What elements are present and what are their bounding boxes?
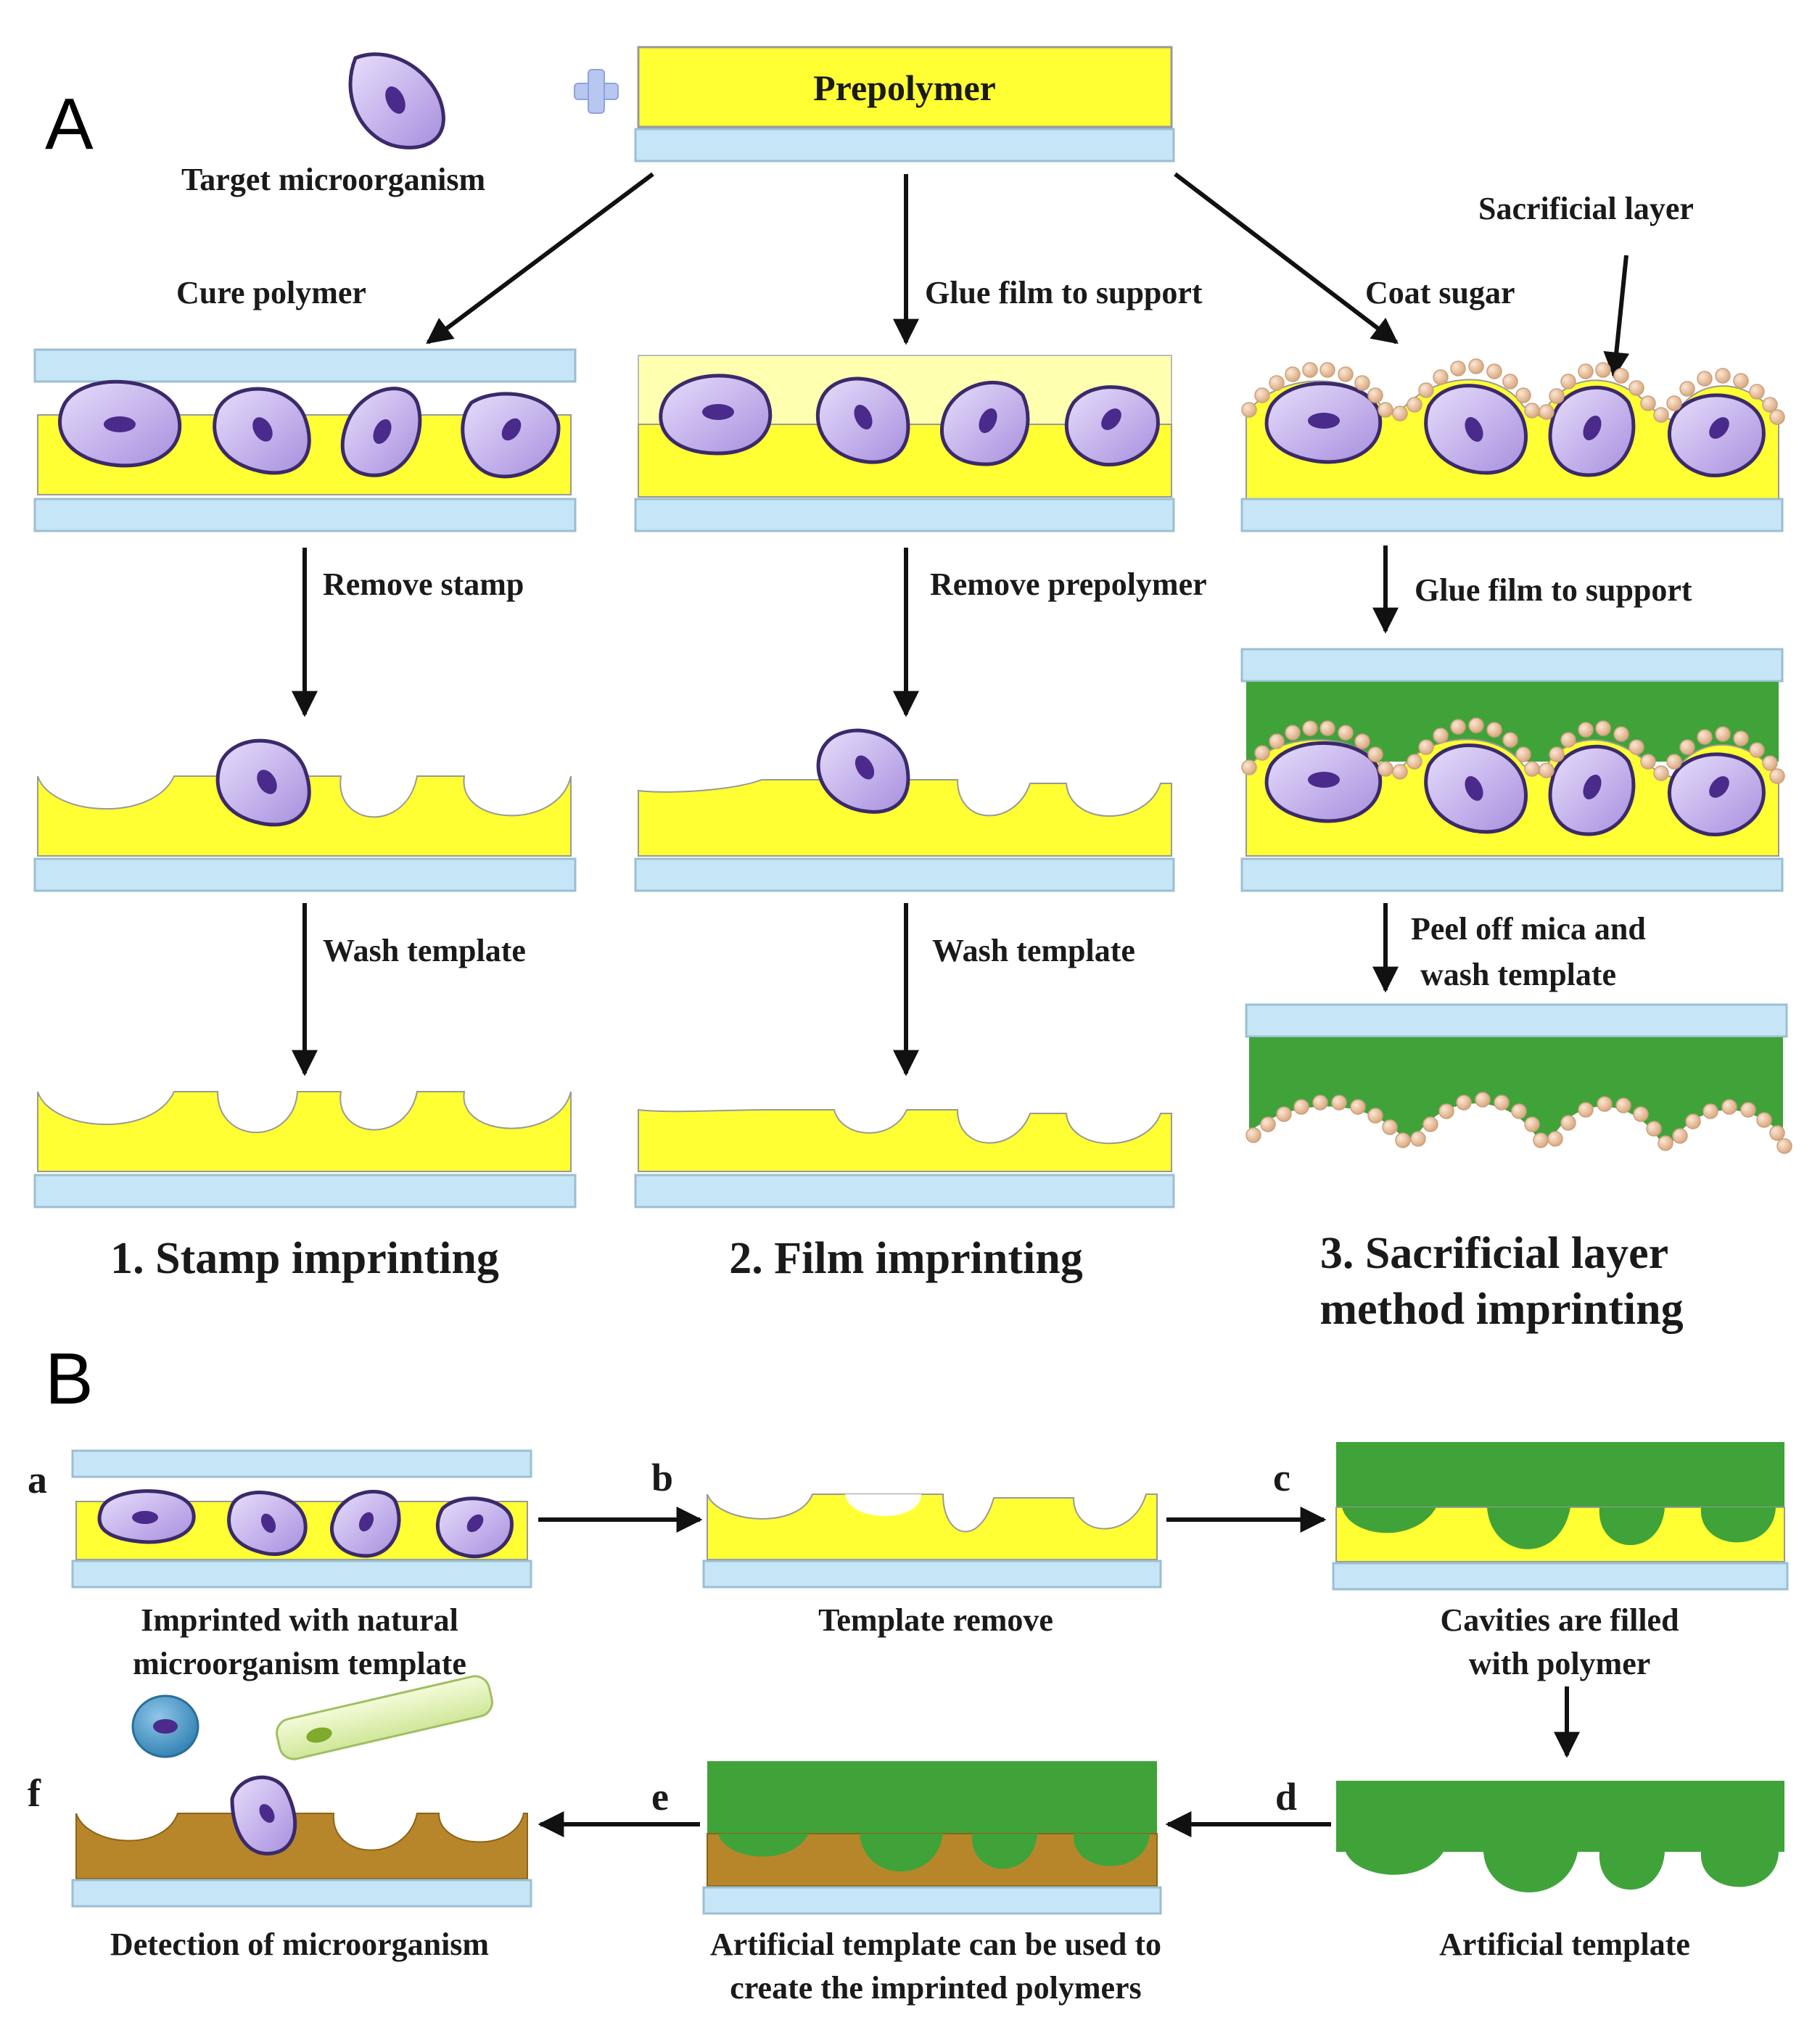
- stamp-washed-template: [33, 1091, 577, 1208]
- panel-a-letter: A: [45, 83, 94, 165]
- sacrificial-final-template: [1245, 1003, 1792, 1154]
- sacrificial-glued-stage: [1240, 648, 1785, 892]
- step-b-figure: [702, 1494, 1162, 1589]
- prepolymer-block: [634, 46, 1175, 162]
- label-peel-line2: wash template: [1420, 957, 1616, 992]
- method-3-title-line1: 3. Sacrificial layer: [1320, 1229, 1668, 1278]
- label-remove-prepolymer: Remove prepolymer: [930, 567, 1207, 602]
- spherical-microorganism-icon: [131, 1694, 199, 1758]
- caption-a-line1: Imprinted with natural: [141, 1602, 458, 1638]
- step-c-letter: c: [1273, 1456, 1290, 1499]
- step-f-figure: [71, 1775, 532, 1908]
- label-cure-polymer: Cure polymer: [176, 275, 366, 310]
- caption-c-line1: Cavities are filled: [1440, 1602, 1679, 1638]
- label-wash-left: Wash template: [323, 933, 526, 968]
- label-glue-film-right: Glue film to support: [1415, 572, 1692, 608]
- film-glue-stage: [634, 355, 1175, 532]
- prepolymer-removed-stage: [634, 728, 1175, 892]
- method-3-title-line2: method imprinting: [1319, 1285, 1683, 1334]
- plus-icon: [574, 69, 619, 114]
- sugar-coat-stage: [1240, 358, 1785, 532]
- step-e-figure: [702, 1761, 1162, 1915]
- step-c-figure: [1332, 1442, 1789, 1591]
- arrow-cure: [426, 172, 654, 345]
- caption-f: Detection of microorganism: [110, 1927, 489, 1962]
- step-f-letter: f: [28, 1771, 41, 1815]
- label-peel-line1: Peel off mica and: [1411, 911, 1646, 947]
- step-d-figure: [1336, 1781, 1784, 1892]
- film-washed-template: [634, 1108, 1175, 1208]
- caption-d: Artificial template: [1439, 1927, 1690, 1962]
- label-sacrificial-layer: Sacrificial layer: [1478, 191, 1694, 226]
- caption-c-line2: with polymer: [1469, 1646, 1651, 1681]
- target-microorganism-icon: [348, 52, 445, 149]
- arrow-sacrificial: [1603, 255, 1630, 379]
- caption-b: Template remove: [818, 1602, 1053, 1638]
- caption-e-line2: create the imprinted polymers: [730, 1970, 1141, 2006]
- method-2-title: 2. Film imprinting: [729, 1234, 1082, 1283]
- step-d-letter: d: [1275, 1775, 1297, 1818]
- label-glue-film-center: Glue film to support: [925, 275, 1203, 310]
- arrow-coat: [1174, 172, 1399, 345]
- caption-a-line2: microorganism template: [133, 1646, 466, 1681]
- label-remove-stamp: Remove stamp: [323, 567, 524, 602]
- step-e-letter: e: [651, 1775, 669, 1818]
- step-b-letter: b: [651, 1456, 673, 1499]
- rod-microorganism-icon: [276, 1675, 493, 1760]
- target-microorganism-label: Target microorganism: [181, 162, 485, 197]
- prepolymer-label: Prepolymer: [813, 67, 996, 108]
- method-1-title: 1. Stamp imprinting: [110, 1234, 499, 1283]
- panel-b-letter: B: [45, 1338, 94, 1420]
- step-a-figure: [71, 1449, 532, 1589]
- caption-e-line1: Artificial template can be used to: [710, 1927, 1161, 1962]
- step-a-letter: a: [28, 1458, 47, 1501]
- stamp-removed-stage: [33, 738, 577, 892]
- label-coat-sugar: Coat sugar: [1365, 275, 1515, 310]
- stamp-cure-stage: [33, 348, 577, 532]
- label-wash-center: Wash template: [932, 933, 1135, 968]
